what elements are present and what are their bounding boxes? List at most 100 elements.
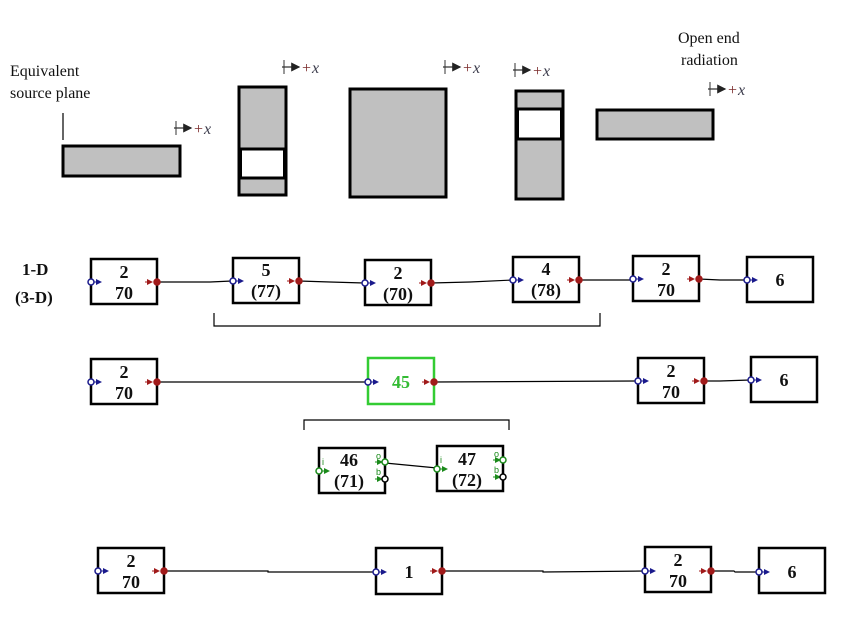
svg-text:2: 2 (667, 361, 676, 381)
svg-text:x: x (203, 121, 211, 138)
svg-text:70: 70 (115, 283, 133, 303)
sub-block[interactable]: 46 (71) (317, 446, 387, 495)
open-end-label-line2: radiation (681, 52, 738, 69)
svg-text:6: 6 (780, 370, 789, 390)
input-port[interactable] (629, 275, 637, 283)
row1-wires (157, 278, 747, 284)
input-port-i[interactable] (315, 467, 323, 475)
axis-indicator-icon: + x (174, 121, 211, 138)
output-port-o[interactable] (499, 456, 507, 464)
port-label-i: i (322, 457, 324, 467)
svg-text:2: 2 (674, 550, 683, 570)
axis-indicator-icon: + x (708, 82, 745, 99)
port-label-o: o (376, 451, 381, 461)
row3-wires (164, 570, 759, 573)
output-port[interactable] (707, 567, 715, 575)
row2-wires (157, 379, 751, 383)
svg-text:47: 47 (458, 449, 476, 469)
input-port[interactable] (509, 276, 517, 284)
svg-text:2: 2 (120, 262, 129, 282)
sub-wire (384, 462, 438, 469)
svg-text:70: 70 (669, 571, 687, 591)
row3-block[interactable]: 6 (757, 546, 827, 595)
bypass-port-b[interactable] (381, 475, 389, 483)
svg-text:45: 45 (392, 372, 410, 392)
row1-block[interactable]: 6 (745, 255, 815, 304)
open-end-label-line1: Open end (678, 30, 740, 47)
row2-block[interactable]: 6 (749, 355, 819, 404)
svg-text:x: x (542, 63, 550, 80)
port-label-o: o (494, 449, 499, 459)
axis-indicator-icon: + x (443, 60, 480, 77)
waveguide-section-source (61, 144, 182, 178)
axis-indicator-icon: + x (513, 63, 550, 80)
equivalent-source-label-line2: source plane (10, 85, 90, 102)
input-port[interactable] (87, 278, 95, 286)
bypass-port-b[interactable] (499, 473, 507, 481)
svg-text:46: 46 (340, 450, 358, 470)
svg-text:70: 70 (122, 572, 140, 592)
output-port[interactable] (427, 279, 435, 287)
input-port[interactable] (743, 276, 751, 284)
input-port[interactable] (94, 567, 102, 575)
row-label-3d: (3-D) (15, 288, 53, 307)
svg-text:(71): (71) (334, 471, 364, 492)
output-port[interactable] (575, 276, 583, 284)
output-port[interactable] (295, 277, 303, 285)
output-port[interactable] (153, 278, 161, 286)
input-port[interactable] (361, 279, 369, 287)
input-port[interactable] (372, 568, 380, 576)
svg-text:2: 2 (394, 263, 403, 283)
row2-block-highlighted[interactable]: 45 (366, 356, 436, 406)
waveguide-section-open-end (595, 108, 715, 141)
svg-text:(77): (77) (251, 281, 281, 302)
output-port[interactable] (700, 377, 708, 385)
output-port[interactable] (153, 378, 161, 386)
svg-text:4: 4 (542, 259, 551, 279)
waveguide-section-iris-low (237, 85, 288, 197)
svg-text:70: 70 (662, 382, 680, 402)
input-port[interactable] (641, 567, 649, 575)
output-port[interactable] (160, 567, 168, 575)
input-port[interactable] (229, 277, 237, 285)
row1-block[interactable]: 4 (78) (511, 255, 581, 304)
input-port-i[interactable] (433, 465, 441, 473)
svg-text:70: 70 (657, 280, 675, 300)
svg-text:+: + (533, 63, 542, 80)
svg-text:x: x (737, 82, 745, 99)
port-label-b: b (494, 465, 499, 475)
input-port[interactable] (364, 378, 372, 386)
svg-text:5: 5 (262, 260, 271, 280)
svg-text:2: 2 (662, 259, 671, 279)
row2-bracket (303, 419, 510, 430)
svg-text:x: x (472, 60, 480, 77)
svg-text:70: 70 (115, 383, 133, 403)
svg-text:6: 6 (776, 270, 785, 290)
waveguide-section-cavity (348, 87, 448, 199)
output-port[interactable] (438, 567, 446, 575)
svg-text:x: x (311, 60, 319, 77)
axis-indicator-icon: + x (282, 60, 319, 77)
svg-text:2: 2 (120, 362, 129, 382)
sub-block[interactable]: 47 (72) (435, 444, 505, 493)
svg-text:(72): (72) (452, 470, 482, 491)
port-label-i: i (440, 455, 442, 465)
svg-text:(78): (78) (531, 280, 561, 301)
geometry-section: Equivalent source plane + x + x + x (10, 30, 745, 201)
input-port[interactable] (87, 378, 95, 386)
row1-bracket (213, 313, 601, 327)
output-port[interactable] (695, 275, 703, 283)
input-port[interactable] (755, 568, 763, 576)
input-port[interactable] (634, 377, 642, 385)
svg-text:+: + (463, 60, 472, 77)
svg-text:2: 2 (127, 551, 136, 571)
output-port-o[interactable] (381, 458, 389, 466)
row3-block[interactable]: 2 70 (643, 545, 713, 594)
svg-text:(70): (70) (383, 284, 413, 305)
equivalent-source-label-line1: Equivalent (10, 63, 80, 80)
output-port[interactable] (430, 378, 438, 386)
svg-text:+: + (728, 82, 737, 99)
input-port[interactable] (747, 376, 755, 384)
